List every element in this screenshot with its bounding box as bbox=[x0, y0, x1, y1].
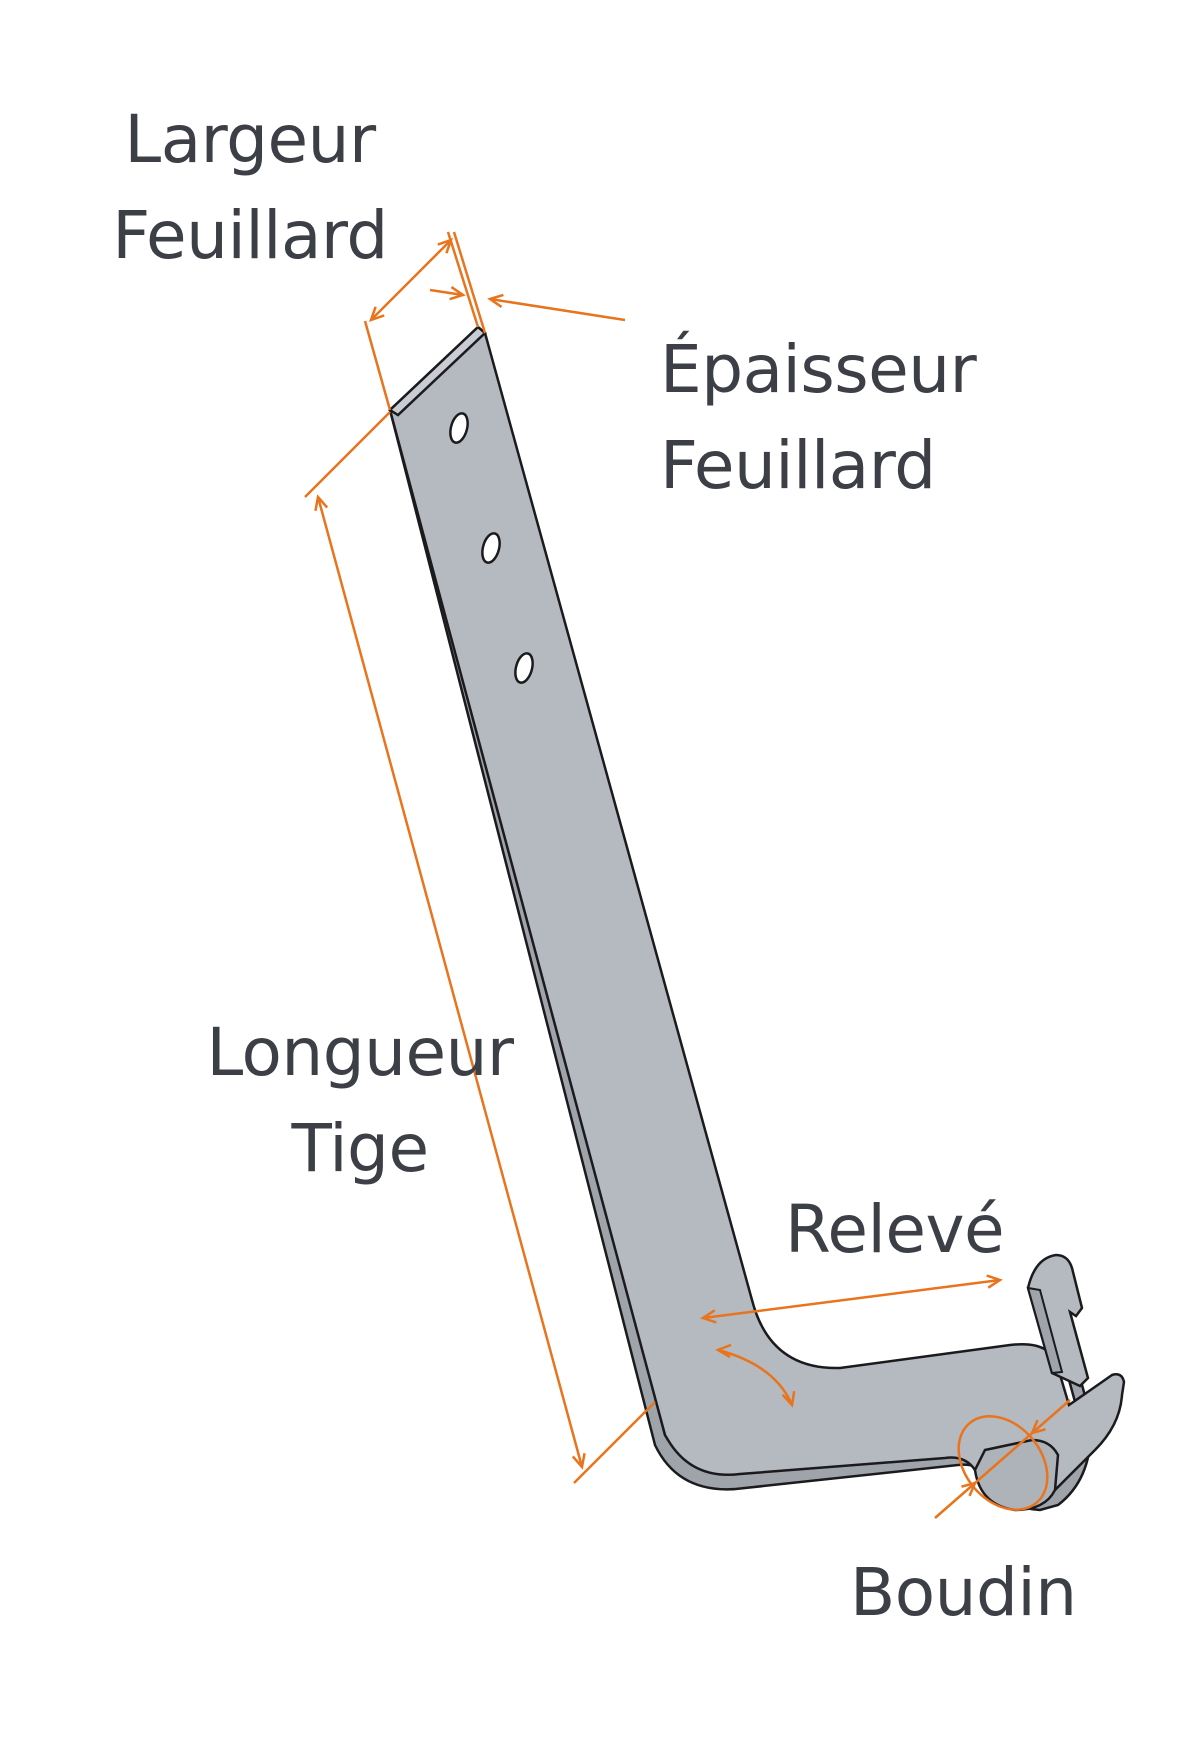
longueur-ext-bottom bbox=[573, 1401, 656, 1484]
fixing-hole-1 bbox=[449, 412, 469, 444]
label-largeur-line-1: Largeur bbox=[124, 101, 376, 178]
label-longueur-tige: Longueur Tige bbox=[200, 1005, 520, 1197]
releve-arrow-a bbox=[700, 1309, 717, 1324]
boudin-arrow-b bbox=[1029, 1419, 1046, 1435]
label-epaisseur-feuillard: Épaisseur Feuillard bbox=[660, 322, 977, 514]
bend-arrow-b bbox=[781, 1390, 796, 1408]
fixing-hole-3 bbox=[514, 652, 534, 684]
epaisseur-dim-right bbox=[489, 297, 626, 322]
fixing-hole-2 bbox=[481, 532, 501, 564]
label-epaisseur-line-1: Épaisseur bbox=[660, 331, 977, 408]
hook-main-face bbox=[388, 325, 1126, 1504]
epaisseur-ext bbox=[452, 231, 487, 334]
largeur-arrow-b bbox=[437, 237, 454, 254]
hook-bead bbox=[973, 1438, 1060, 1512]
longueur-dim bbox=[316, 496, 584, 1468]
label-epaisseur-line-2: Feuillard bbox=[660, 427, 936, 504]
label-boudin: Boudin bbox=[850, 1554, 1077, 1631]
largeur-arrow-a bbox=[368, 306, 385, 323]
releve-arrow-b bbox=[986, 1274, 1003, 1289]
epaisseur-dim-left bbox=[429, 288, 464, 297]
label-largeur-line-2: Feuillard bbox=[112, 197, 388, 274]
longueur-arrow-b bbox=[571, 1453, 586, 1470]
boudin-arrow-a bbox=[961, 1481, 978, 1497]
epaisseur-arrow-a bbox=[449, 286, 466, 301]
label-longueur-line-2: Tige bbox=[291, 1110, 429, 1187]
hook-lip-side bbox=[1026, 1286, 1064, 1375]
label-longueur-line-1: Longueur bbox=[206, 1014, 514, 1091]
bend-arrow-a bbox=[715, 1343, 732, 1359]
longueur-ext-top bbox=[304, 411, 391, 498]
largeur-dim bbox=[370, 239, 452, 321]
boudin-dim bbox=[934, 1399, 1071, 1519]
dimension-lines bbox=[304, 231, 1071, 1519]
epaisseur-arrow-b bbox=[487, 293, 504, 308]
releve-dim bbox=[702, 1278, 1001, 1320]
longueur-arrow-a bbox=[314, 494, 329, 511]
largeur-ext-right bbox=[446, 231, 480, 328]
bend-angle-arc bbox=[717, 1348, 794, 1406]
largeur-ext-left bbox=[363, 320, 392, 411]
label-largeur-feuillard: Largeur Feuillard bbox=[100, 92, 400, 284]
label-releve: Relevé bbox=[785, 1191, 1005, 1268]
